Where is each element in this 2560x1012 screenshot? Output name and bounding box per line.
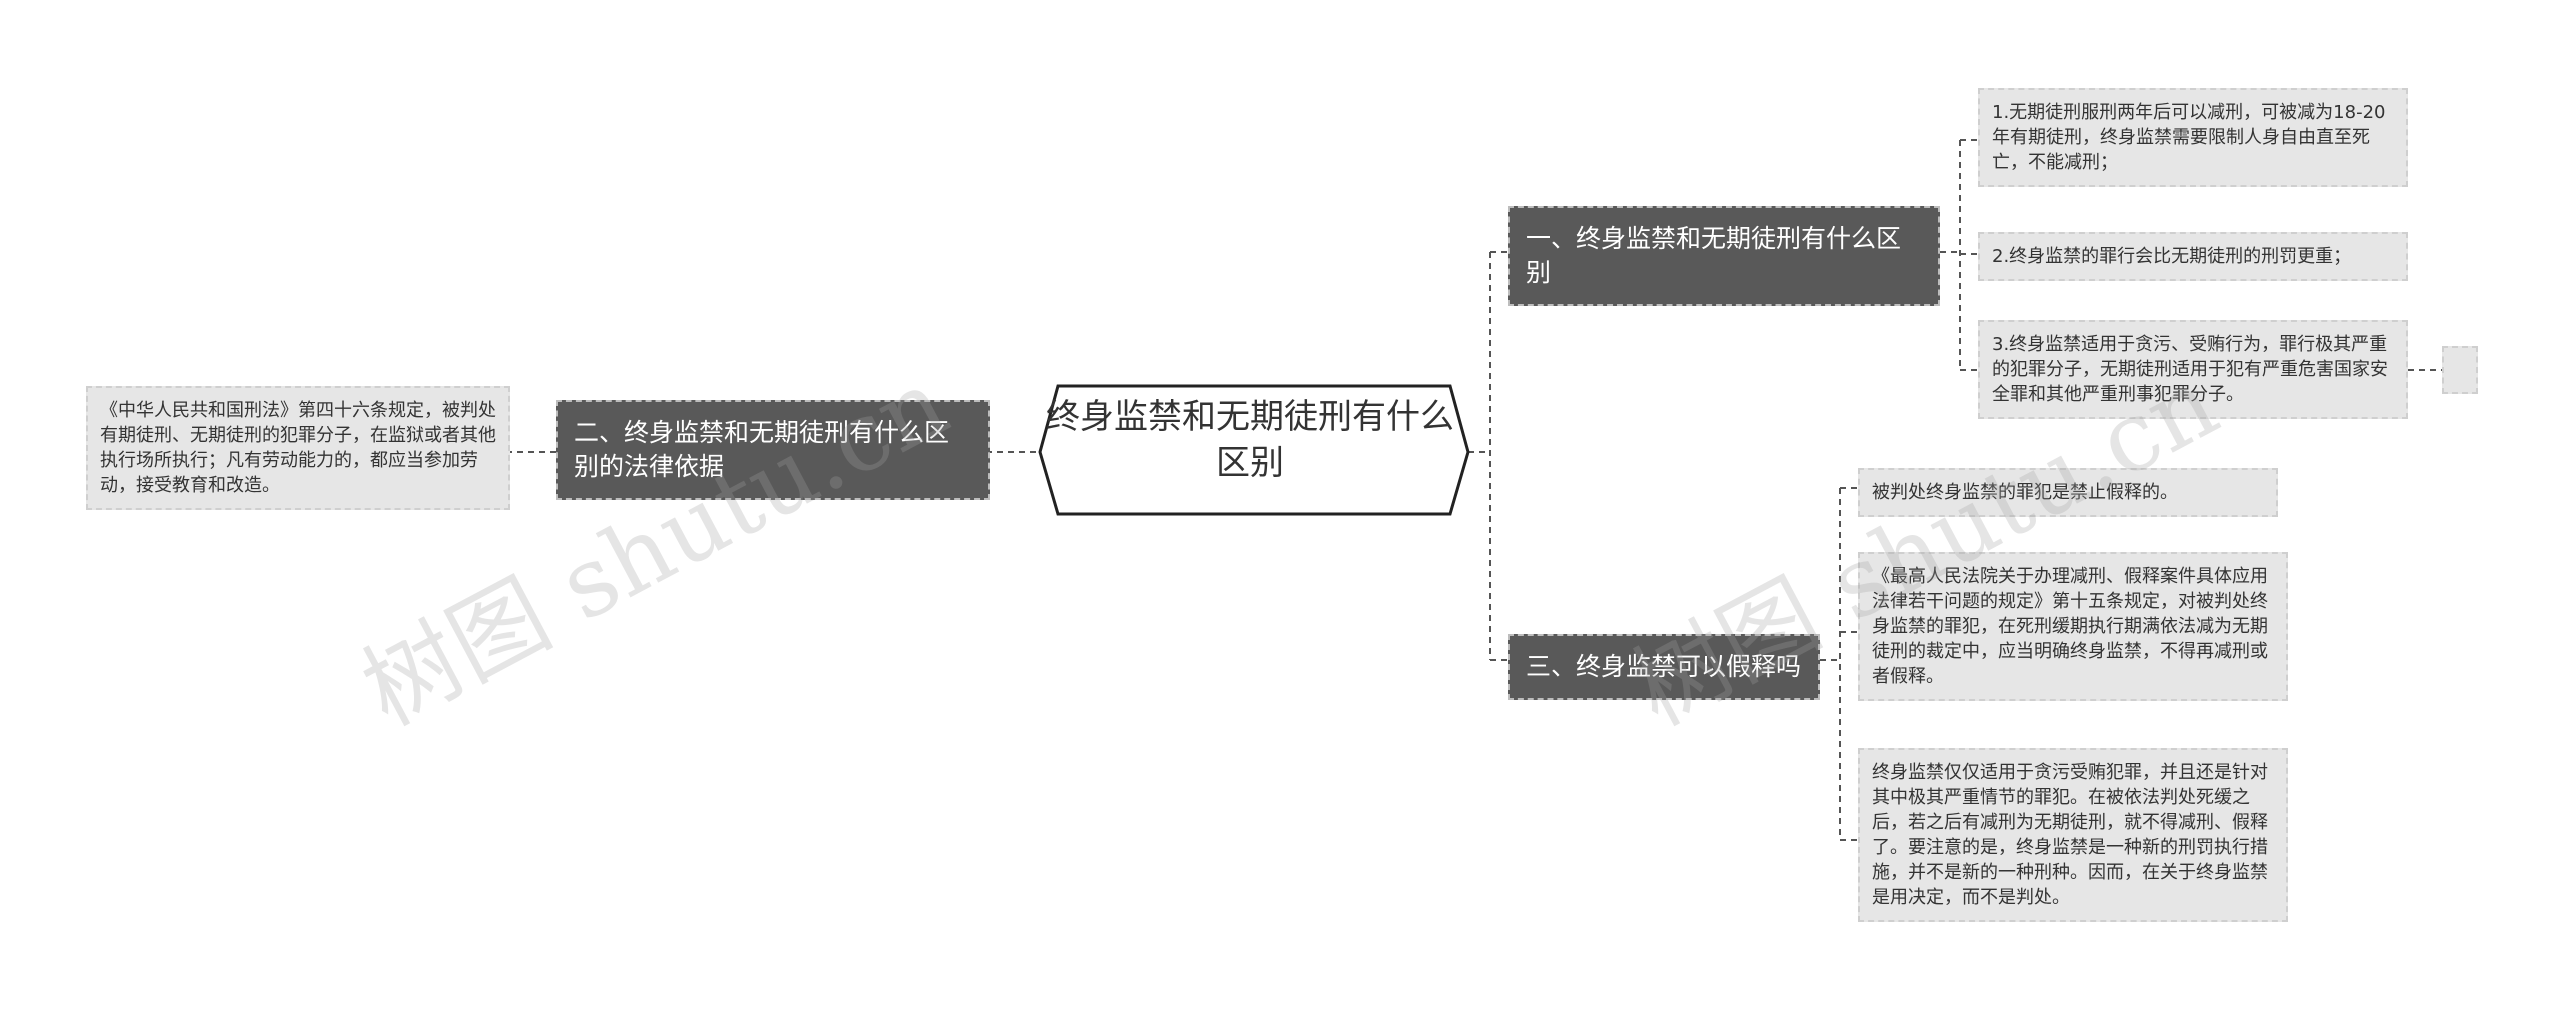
branch-label: 三、终身监禁可以假释吗 [1526,652,1802,681]
leaf-text: 3.终身监禁适用于贪污、受贿行为，罪行极其严重的犯罪分子，无期徒刑适用于犯有严重… [1992,334,2388,405]
leaf-text: 《中华人民共和国刑法》第四十六条规定，被判处有期徒刑、无期徒刑的犯罪分子，在监狱… [100,400,496,496]
leaf-text: 终身监禁仅仅适用于贪污受贿犯罪，并且还是针对其中极其严重情节的罪犯。在被依法判处… [1872,762,2268,908]
branch-label: 二、终身监禁和无期徒刑有什么区别的法律依据 [574,418,950,481]
branch-label: 一、终身监禁和无期徒刑有什么区别 [1526,224,1902,287]
leaf-node-severity[interactable]: 2.终身监禁的罪行会比无期徒刑的刑罚更重； [1978,232,2408,281]
branch-node-parole[interactable]: 三、终身监禁可以假释吗 [1508,634,1820,700]
connector-branch1-spine [1940,140,1961,370]
leaf-node-criminal-law[interactable]: 《中华人民共和国刑法》第四十六条规定，被判处有期徒刑、无期徒刑的犯罪分子，在监狱… [86,386,510,510]
branch-node-difference[interactable]: 一、终身监禁和无期徒刑有什么区别 [1508,206,1940,306]
leaf-node-scope[interactable]: 终身监禁仅仅适用于贪污受贿犯罪，并且还是针对其中极其严重情节的罪犯。在被依法判处… [1858,748,2288,922]
leaf-node-parole-reduction[interactable]: 1.无期徒刑服刑两年后可以减刑，可被减为18-20年有期徒刑，终身监禁需要限制人… [1978,88,2408,187]
leaf-node-parole-prohibited[interactable]: 被判处终身监禁的罪犯是禁止假释的。 [1858,468,2278,517]
leaf-tail-box[interactable] [2442,346,2478,394]
leaf-text: 《最高人民法院关于办理减刑、假释案件具体应用法律若干问题的规定》第十五条规定，对… [1872,566,2268,687]
connector-branch3-spine [1820,488,1841,840]
branch-node-legal-basis[interactable]: 二、终身监禁和无期徒刑有什么区别的法律依据 [556,400,990,500]
leaf-text: 1.无期徒刑服刑两年后可以减刑，可被减为18-20年有期徒刑，终身监禁需要限制人… [1992,102,2386,173]
leaf-text: 被判处终身监禁的罪犯是禁止假释的。 [1872,482,2178,503]
leaf-node-court-rule[interactable]: 《最高人民法院关于办理减刑、假释案件具体应用法律若干问题的规定》第十五条规定，对… [1858,552,2288,701]
root-shape [1038,384,1470,516]
leaf-node-applicability[interactable]: 3.终身监禁适用于贪污、受贿行为，罪行极其严重的犯罪分子，无期徒刑适用于犯有严重… [1978,320,2408,419]
leaf-text: 2.终身监禁的罪行会比无期徒刑的刑罚更重； [1992,246,2352,267]
root-title: 终身监禁和无期徒刑有什么区别 [1046,397,1454,483]
